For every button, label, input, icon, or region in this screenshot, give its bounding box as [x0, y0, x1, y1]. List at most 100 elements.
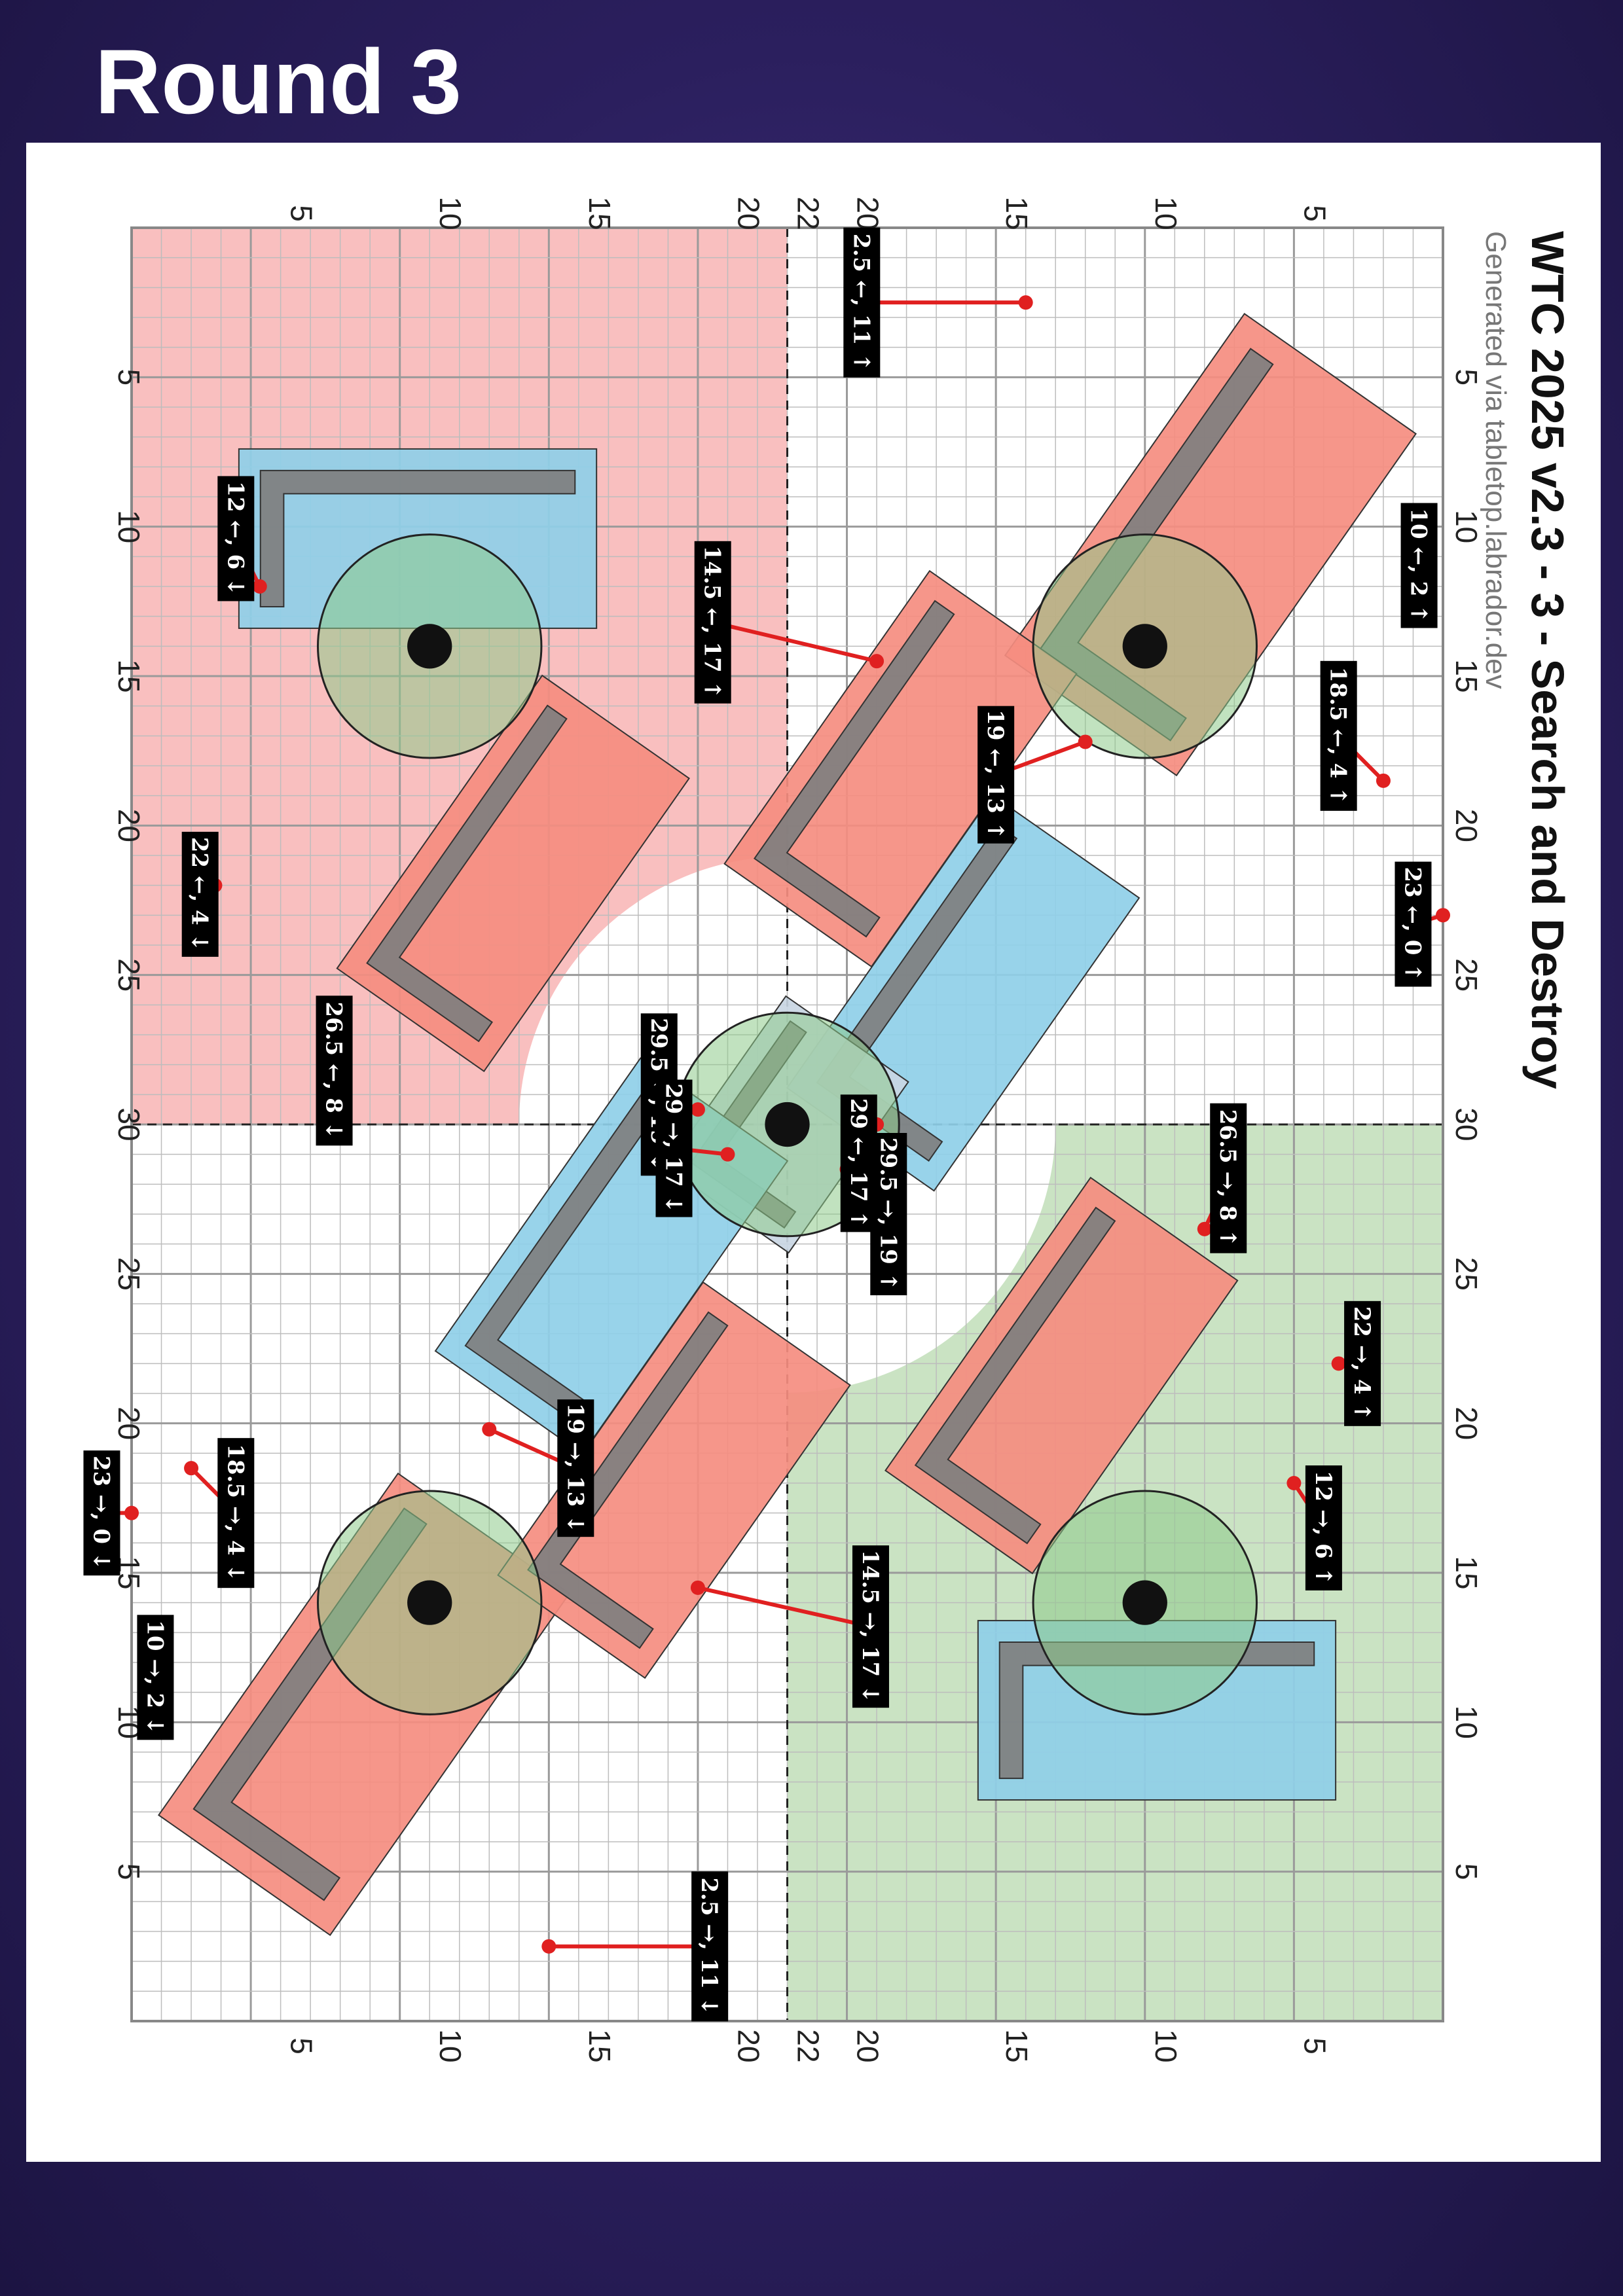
board-border: [130, 226, 1444, 2022]
bottom-axis-tick: 20: [851, 2029, 885, 2062]
measure-label-text: 26.5 ←, 8 ↓: [321, 1001, 347, 1139]
measure-label-text: 12 ←, 6 ↓: [222, 481, 248, 596]
measure-point: [184, 1461, 199, 1476]
map-title: WTC 2025 v2.3 - 3 - Search and Destroy: [1522, 231, 1573, 1089]
measure-point: [1078, 734, 1093, 749]
right-axis-tick: 25: [1450, 958, 1484, 992]
bottom-axis-tick: 10: [433, 2029, 467, 2062]
objective-marker-3: [765, 1102, 810, 1147]
measure-label-bg: [557, 1399, 594, 1537]
measure-label: 29 ←, 17 ↑: [840, 1094, 877, 1232]
bottom-axis-tick: 15: [1000, 2029, 1034, 2062]
ruin-red-5: [497, 1281, 851, 1679]
top-axis-tick: 15: [583, 196, 617, 230]
ruin-red-2-wall: [753, 600, 955, 938]
measure-label-bg: [977, 706, 1015, 844]
measure-label-bg: [694, 541, 731, 704]
right-axis-tick: 20: [1450, 1407, 1484, 1440]
measure-label: 18.5 ←, 4 ↑: [1320, 660, 1357, 811]
measure-label: 12 →, 6 ↑: [1305, 1465, 1342, 1590]
right-axis-tick: 15: [1450, 659, 1484, 692]
bottom-axis-tick: 5: [285, 2037, 319, 2054]
measure-label-bg: [840, 1094, 877, 1232]
measure-label: 23 →, 0 ↓: [83, 1450, 120, 1576]
ruin-red-6-footprint: [884, 1176, 1239, 1575]
objective-marker-1: [1122, 624, 1167, 669]
measure-label-bg: [83, 1450, 120, 1576]
bottom-axis-tick: 22: [792, 2029, 826, 2062]
ruin-red-3-footprint: [336, 674, 690, 1073]
bottom-axis-tick: 5: [1298, 2037, 1332, 2054]
measure-label-bg: [1320, 660, 1357, 811]
measure-label: 29 →, 17 ↓: [655, 1079, 693, 1217]
right-axis-tick: 30: [1450, 1107, 1484, 1141]
measure-label-bg: [316, 996, 353, 1146]
measure-point: [1436, 908, 1450, 923]
measure-label-bg: [1400, 503, 1438, 628]
measure-label: 29.5 →, 19 ↑: [870, 1133, 907, 1295]
measure-point: [482, 1422, 497, 1437]
left-axis-tick: 10: [112, 510, 146, 543]
measure-label-text: 19 →, 13 ↓: [562, 1403, 588, 1534]
measure-label-text: 18.5 →, 4 ↓: [222, 1444, 248, 1582]
measure-label-text: 29.5 →, 19 ↑: [875, 1138, 901, 1291]
measure-label-text: 23 →, 0 ↓: [88, 1456, 114, 1570]
left-axis-tick: 20: [112, 1407, 146, 1440]
measure-label: 2.5 →, 11 ↓: [691, 1871, 729, 2022]
objective-marker-5: [407, 1580, 452, 1625]
measure-label-text: 10 ←, 2 ↑: [1406, 508, 1432, 622]
measure-line: [712, 620, 877, 664]
bottom-axis-tick: 15: [583, 2029, 617, 2062]
measure-label-text: 22 ←, 4 ↓: [187, 837, 213, 952]
top-axis-tick: 15: [1000, 196, 1034, 230]
measure-label-bg: [655, 1079, 693, 1217]
measure-label-bg: [1210, 1103, 1247, 1253]
measure-label-bg: [852, 1545, 889, 1708]
right-axis-tick: 10: [1450, 1706, 1484, 1739]
measure-point: [690, 1102, 705, 1117]
measure-label-bg: [217, 476, 255, 601]
measure-label-text: 22 →, 4 ↑: [1349, 1306, 1375, 1421]
measure-label-text: 14.5 →, 17 ↓: [857, 1550, 883, 1703]
measure-label-text: 26.5 →, 8 ↑: [1214, 1109, 1241, 1247]
top-axis-tick: 5: [1298, 205, 1332, 222]
objective-marker-2: [407, 624, 452, 669]
measure-point: [1018, 295, 1033, 310]
measurement-labels: 2.5 ←, 11 ↑ 10 ←, 2 ↑ 18.5 ←, 4 ↑ 23 ←, 0 ↑…: [83, 227, 1438, 2022]
measure-label: 2.5 ←, 11 ↑: [843, 227, 881, 378]
measure-label-text: 29 →, 17 ↓: [661, 1083, 687, 1213]
objective-marker-4: [1122, 1580, 1167, 1625]
right-axis-tick: 5: [1450, 1863, 1484, 1880]
top-axis-tick: 22: [792, 196, 826, 230]
measure-point: [541, 1939, 556, 1954]
ruin-red-2-footprint: [723, 569, 1078, 968]
left-axis-tick: 15: [112, 659, 146, 692]
measure-point: [1331, 1356, 1346, 1371]
measure-label-bg: [1305, 1465, 1342, 1590]
top-axis-tick: 20: [851, 196, 885, 230]
top-axis-tick: 10: [1149, 196, 1183, 230]
measure-label: 18.5 →, 4 ↓: [217, 1438, 255, 1588]
measure-label: 19 ←, 13 ↑: [977, 706, 1015, 844]
ruin-red-6-wall: [914, 1206, 1116, 1545]
measure-label-text: 14.5 ←, 17 ↑: [699, 546, 725, 699]
round-title: Round 3: [95, 30, 462, 133]
bottom-axis-tick: 10: [1149, 2029, 1183, 2062]
deployment-map: 5101520222015105510152022201510551015202…: [83, 196, 1573, 2063]
left-axis-tick: 5: [112, 369, 146, 386]
left-axis-tick: 25: [112, 1257, 146, 1291]
ruin-blue-2-wall: [259, 469, 576, 608]
ruin-blue-4-wall: [998, 1641, 1315, 1780]
measure-label-bg: [1395, 861, 1432, 987]
right-axis-tick: 25: [1450, 1257, 1484, 1291]
left-axis-tick: 30: [112, 1107, 146, 1141]
measure-point: [1376, 773, 1391, 788]
measure-label-text: 12 →, 6 ↑: [1310, 1471, 1336, 1585]
measure-label-text: 29 ←, 17 ↑: [845, 1098, 871, 1229]
board-axes: 5101520222015105510152022201510551015202…: [112, 196, 1484, 2062]
measure-label: 19 →, 13 ↓: [557, 1399, 594, 1537]
measure-point: [1286, 1476, 1302, 1490]
measure-point: [869, 654, 884, 669]
measure-label: 23 ←, 0 ↑: [1395, 861, 1432, 987]
